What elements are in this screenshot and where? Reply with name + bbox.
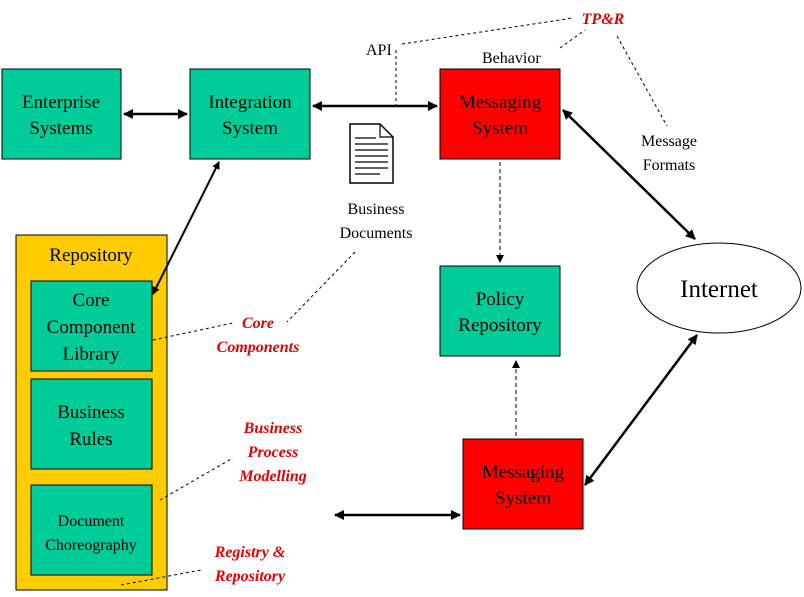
core-component-library-line2: Component [47,317,136,338]
tpr-formats-callout [616,35,668,127]
business-rules-line2: Rules [69,429,112,450]
enterprise-systems-line2: Systems [29,118,92,139]
internet-label: Internet [680,276,758,303]
policy-repository-line1: Policy [476,289,525,310]
business-rules-box: Business Rules [30,378,153,470]
internet-node: Internet [636,242,802,334]
messaging-system-bottom-box: Messaging System [462,438,584,530]
messaging-internet-connector [562,109,696,240]
repository-title: Repository [49,245,133,266]
messaging-system-bottom-line1: Messaging [482,462,565,483]
integration-system-line2: System [222,118,278,139]
tpr-behavior-callout [559,29,586,49]
bpm-line3: Modelling [238,468,307,485]
policy-repository-line2: Repository [458,315,542,336]
messaging-system-top-line1: Messaging [459,92,542,113]
core-component-library-line3: Library [63,344,120,365]
documents-callout [286,251,356,323]
integration-system-box: Integration System [189,68,311,160]
enterprise-systems-box: Enterprise Systems [1,68,122,160]
message-formats-line2: Formats [643,157,695,174]
core-components-line2: Components [217,339,300,356]
business-documents-line1: Business [348,201,405,218]
behavior-label: Behavior [482,50,541,67]
integration-system-line1: Integration [208,92,292,113]
business-rules-line1: Business [57,402,125,423]
policy-repository-box: Policy Repository [439,265,561,357]
internet-messaging-bottom-connector [583,334,699,486]
registry-repository-line2: Repository [214,568,286,585]
core-components-callout [152,322,234,341]
integration-library-connector [152,161,220,295]
registry-callout [120,569,202,586]
enterprise-systems-line1: Enterprise [22,92,100,113]
bpm-line2: Process [247,444,299,461]
core-component-library-line1: Core [73,290,110,311]
document-choreography-line2: Choreography [45,537,137,554]
callout-lines [120,17,668,586]
registry-repository-line1: Registry & [214,544,286,561]
tpr-api-callout [401,17,574,45]
message-formats-line1: Message [641,133,697,150]
bpm-line1: Business [243,420,303,437]
messaging-system-top-line2: System [472,118,528,139]
tpr-label: TP&R [582,11,625,28]
document-icon [349,123,394,184]
messaging-system-bottom-line2: System [495,488,551,509]
core-component-library-box: Core Component Library [30,280,153,372]
bpm-callout [159,457,234,501]
messaging-system-top-box: Messaging System [439,68,561,160]
document-choreography-box: Document Choreography [30,484,153,576]
api-label: API [366,42,392,59]
business-documents-line2: Documents [340,225,413,242]
document-choreography-line1: Document [58,513,125,530]
core-components-line1: Core [242,315,274,332]
